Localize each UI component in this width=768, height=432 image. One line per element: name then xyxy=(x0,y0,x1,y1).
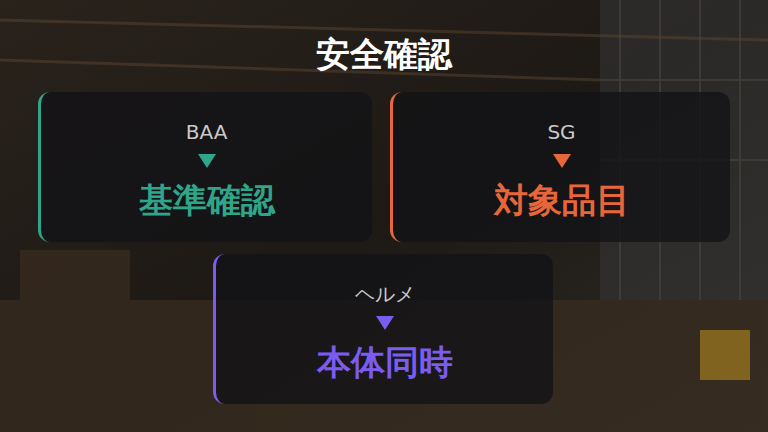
card-heading: 本体同時 xyxy=(216,338,553,386)
card-label: BAA xyxy=(41,118,372,146)
down-triangle xyxy=(376,316,394,330)
info-card: BAA 基準確認 xyxy=(38,92,372,242)
card-label: ヘルメ xyxy=(216,280,553,308)
card-heading: 対象品目 xyxy=(393,176,730,224)
info-card: ヘルメ本体同時 xyxy=(213,254,553,404)
card-heading: 基準確認 xyxy=(41,176,372,224)
info-card: SG 対象品目 xyxy=(390,92,730,242)
card-label: SG xyxy=(393,118,730,146)
diagram-title: 安全確認 xyxy=(0,28,768,80)
down-triangle xyxy=(553,154,571,168)
down-triangle xyxy=(198,154,216,168)
